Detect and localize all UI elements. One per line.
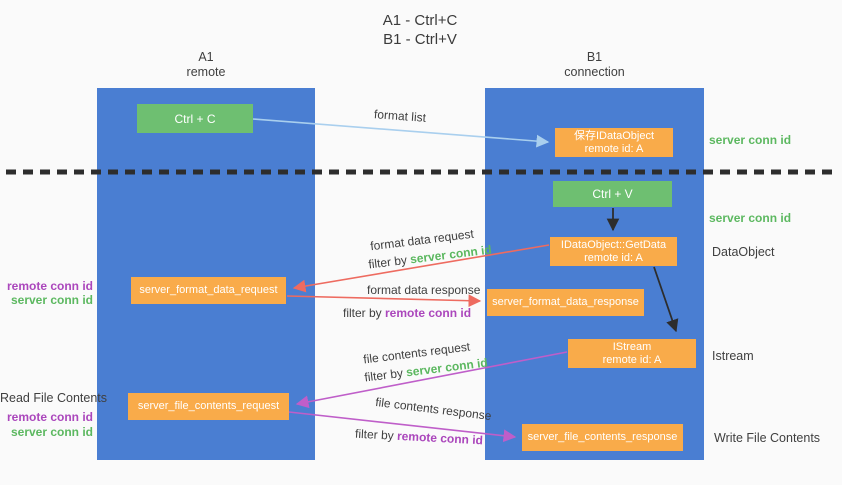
- save-dataobject-line2: remote id: A: [584, 142, 644, 155]
- left-column-header: A1 remote: [97, 50, 315, 80]
- right-server-conn-id-mid-label: server conn id: [709, 211, 792, 225]
- right-column-name: B1: [586, 50, 603, 64]
- server-format-data-request-label: server_format_data_request: [139, 284, 278, 296]
- getdata-node: IDataObject::GetData remote id: A: [550, 237, 677, 266]
- left-server-conn-id-file-label: server conn id: [10, 425, 93, 439]
- left-remote-conn-id-file-label: remote conn id: [6, 410, 93, 424]
- server-format-data-request-node: server_format_data_request: [131, 277, 286, 304]
- left-remote-conn-id-format-label: remote conn id: [6, 279, 93, 293]
- format-data-response-label: format data response: [367, 283, 481, 297]
- right-column-subtitle: connection: [564, 65, 625, 79]
- server-file-contents-request-label: server_file_contents_request: [137, 400, 280, 412]
- ctrl-v-node: Ctrl + V: [553, 181, 672, 207]
- format-data-request-arrow: [292, 244, 550, 293]
- right-column-header: B1 connection: [485, 50, 704, 80]
- istream-node: IStream remote id: A: [568, 339, 696, 368]
- istream-line1: IStream: [612, 340, 652, 353]
- save-dataobject-node: 保存IDataObject remote id: A: [555, 128, 673, 157]
- format-data-response-arrow: [286, 294, 482, 308]
- server-format-data-response-node: server_format_data_response: [487, 289, 644, 316]
- write-file-contents-label: Write File Contents: [714, 431, 821, 445]
- ctrl-v-label: Ctrl + V: [592, 187, 633, 201]
- server-format-data-response-label: server_format_data_response: [492, 296, 639, 308]
- ctrl-c-node: Ctrl + C: [137, 104, 253, 133]
- dataobject-label: DataObject: [712, 245, 775, 259]
- getdata-to-istream-arrow: [653, 266, 679, 333]
- right-server-conn-id-top-label: server conn id: [709, 133, 792, 147]
- filter-by-prefix-4: filter by: [354, 426, 398, 443]
- left-column-name: A1: [198, 50, 214, 64]
- istream-line2: remote id: A: [602, 353, 662, 366]
- ctrl-c-label: Ctrl + C: [174, 111, 216, 126]
- left-server-conn-id-format-label: server conn id: [10, 293, 93, 307]
- format-list-arrow: [252, 118, 550, 148]
- title-line-2: B1 - Ctrl+V: [383, 31, 457, 48]
- server-file-contents-response-label: server_file_contents_response: [527, 431, 678, 443]
- title-line-1: A1 - Ctrl+C: [382, 12, 458, 29]
- getdata-line1: IDataObject::GetData: [560, 238, 667, 251]
- filter-by-remote-conn-id-label-1: filter by remote conn id: [343, 306, 471, 320]
- read-file-contents-label: Read File Contents: [0, 391, 108, 405]
- getdata-line2: remote id: A: [584, 251, 643, 264]
- remote-conn-id-highlight-1: remote conn id: [385, 306, 472, 320]
- istream-side-label: Istream: [712, 349, 754, 363]
- left-column-subtitle: remote: [186, 65, 226, 79]
- file-contents-request-arrow: [295, 351, 568, 409]
- save-dataobject-line1: 保存IDataObject: [573, 129, 655, 142]
- file-contents-response-arrow: [288, 411, 517, 443]
- filter-by-prefix-2: filter by: [343, 306, 386, 320]
- server-file-contents-response-node: server_file_contents_response: [522, 424, 683, 451]
- diagram-title: A1 - Ctrl+C B1 - Ctrl+V: [330, 11, 510, 49]
- server-file-contents-request-node: server_file_contents_request: [128, 393, 289, 420]
